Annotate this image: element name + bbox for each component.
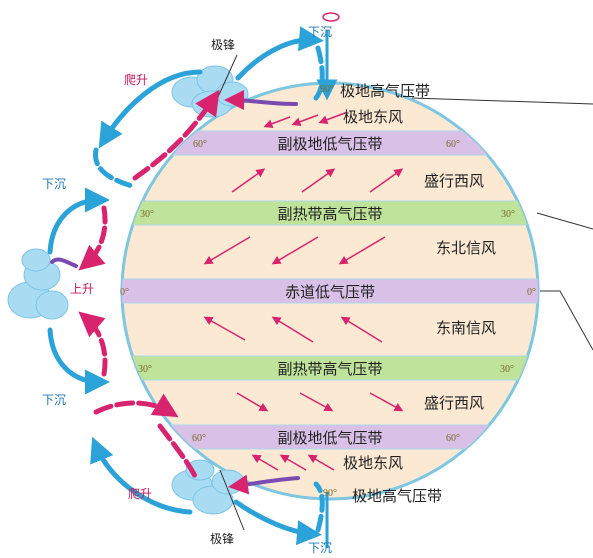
- label-southeast-trades: 东南信风: [436, 319, 496, 337]
- ferrel-cell-south-rise: [157, 423, 199, 481]
- label-south-westerlies: 盛行西风: [424, 394, 484, 412]
- leader-lines: [411, 97, 593, 351]
- leader-line-30n: [536, 212, 593, 230]
- hadley-cell-south-upper: [47, 327, 110, 395]
- lat-eq-left: 0°: [120, 287, 129, 298]
- wind-arrow-polar-easterly-s1: [251, 454, 279, 471]
- polar-cell-south-sink: [313, 481, 325, 533]
- pressure-belt-labels: 极地高气压带 副极地低气压带 副热带高气压带 赤道低气压带 副热带高气压带 副极…: [277, 82, 442, 505]
- hadley-cell-north-lower: [50, 257, 78, 268]
- wind-arrow-ne-trade-2: [271, 236, 319, 265]
- lat-90s: 90°: [323, 488, 337, 499]
- wind-arrow-ne-trade-1: [203, 236, 251, 265]
- wind-arrow-westerly-s1: [236, 392, 269, 412]
- clouds: [7, 65, 249, 515]
- polar-cell-south-upper: [233, 499, 322, 546]
- ferrel-cell-south-lower: [93, 393, 179, 418]
- label-north-front-rise: 爬升: [124, 73, 148, 87]
- lat-30s-left: 30°: [138, 364, 152, 375]
- label-north-subpolar-low: 副极地低气压带: [277, 135, 382, 153]
- label-north-westerlies: 盛行西风: [424, 172, 484, 190]
- cloud-equator: [7, 248, 69, 320]
- wind-arrow-westerly-s3: [369, 392, 404, 412]
- label-bottom-sink: 下沉: [308, 541, 332, 555]
- label-north-polar-easterlies: 极地东风: [343, 108, 403, 126]
- band-south-subpolar-low: [122, 424, 538, 450]
- label-equator-rise: 上升: [70, 282, 94, 296]
- lat-60s-left: 60°: [192, 433, 206, 444]
- leader-line-top: [411, 97, 593, 105]
- polar-cell-north-upper: [235, 26, 324, 81]
- hadley-cell-south-sink: [78, 311, 108, 377]
- label-north-polar-front: 极锋: [211, 38, 235, 52]
- wind-arrow-se-trade-3: [340, 316, 383, 343]
- label-30s-sink: 下沉: [42, 393, 66, 407]
- hadley-cell-north-upper: [47, 187, 110, 255]
- label-north-polar-high: 极地高气压带: [340, 82, 430, 100]
- lat-60n-right: 60°: [446, 139, 460, 150]
- label-equatorial-low: 赤道低气压带: [285, 283, 375, 301]
- band-south-subtropical-high: [122, 355, 538, 381]
- lat-eq-right: 0°: [527, 287, 536, 298]
- wind-arrow-westerly-s2: [299, 392, 334, 412]
- wind-arrow-ne-trade-3: [338, 236, 386, 265]
- surface-wind-arrows: [203, 112, 404, 471]
- lat-30s-right: 30°: [500, 364, 514, 375]
- circulation-cells: [47, 26, 325, 546]
- band-north-subtropical-high: [122, 200, 538, 226]
- polar-axis: [316, 12, 340, 548]
- label-south-subpolar-low: 副极地低气压带: [277, 429, 382, 447]
- wind-belt-labels: 极地东风 盛行西风 东北信风 东南信风 盛行西风 极地东风: [343, 108, 496, 472]
- rotation-icon: [322, 12, 340, 22]
- label-south-polar-front: 极锋: [210, 532, 234, 546]
- lat-30n-right: 30°: [501, 209, 515, 220]
- wind-arrow-se-trade-2: [271, 316, 314, 343]
- label-north-subtropical-high: 副热带高气压带: [277, 205, 382, 223]
- leader-line-equator: [540, 290, 593, 351]
- lat-90n: 90°: [320, 84, 334, 95]
- globe: [120, 81, 540, 501]
- label-30n-sink: 下沉: [42, 177, 66, 191]
- ferrel-cell-north-rise: [132, 89, 220, 181]
- wind-arrow-se-trade-1: [203, 316, 246, 341]
- front-labels: 极锋 极锋: [210, 38, 235, 546]
- label-south-subtropical-high: 副热带高气压带: [277, 360, 382, 378]
- wind-arrow-polar-easterly-n3: [318, 112, 346, 125]
- polar-cell-south-lower: [228, 474, 300, 495]
- wind-arrow-polar-easterly-s3: [307, 454, 335, 471]
- wind-arrow-westerly-n1: [231, 168, 266, 193]
- label-south-polar-high: 极地高气压带: [352, 487, 442, 505]
- band-equatorial-low: [122, 278, 538, 304]
- south-front-line: [219, 469, 245, 531]
- latitude-labels: 90° 60° 60° 30° 30° 0° 0° 30° 30° 60° 60…: [120, 84, 536, 499]
- wind-arrow-polar-easterly-n1: [263, 116, 291, 129]
- polar-cell-north-sink: [313, 45, 325, 101]
- ferrel-cell-north-upper: [98, 69, 203, 149]
- polar-cell-north-lower: [224, 90, 298, 111]
- hadley-cell-north-sink: [78, 205, 108, 271]
- wind-arrow-westerly-n3: [369, 168, 404, 193]
- lat-30n-left: 30°: [140, 209, 154, 220]
- lat-60n-left: 60°: [193, 139, 207, 150]
- wind-arrow-polar-easterly-n2: [291, 114, 319, 127]
- vertical-motion-labels: 下沉 爬升 下沉 上升 下沉 爬升 下沉: [42, 25, 332, 555]
- label-south-polar-easterlies: 极地东风: [343, 454, 403, 472]
- wind-arrow-polar-easterly-s2: [279, 454, 307, 471]
- ferrel-cell-north-sink: [93, 147, 135, 189]
- label-top-sink: 下沉: [308, 25, 332, 39]
- lat-60s-right: 60°: [446, 433, 460, 444]
- wind-arrow-westerly-n2: [301, 168, 336, 193]
- label-northeast-trades: 东北信风: [436, 239, 496, 257]
- ferrel-cell-south-upper: [90, 436, 193, 515]
- label-south-front-rise: 爬升: [128, 487, 152, 501]
